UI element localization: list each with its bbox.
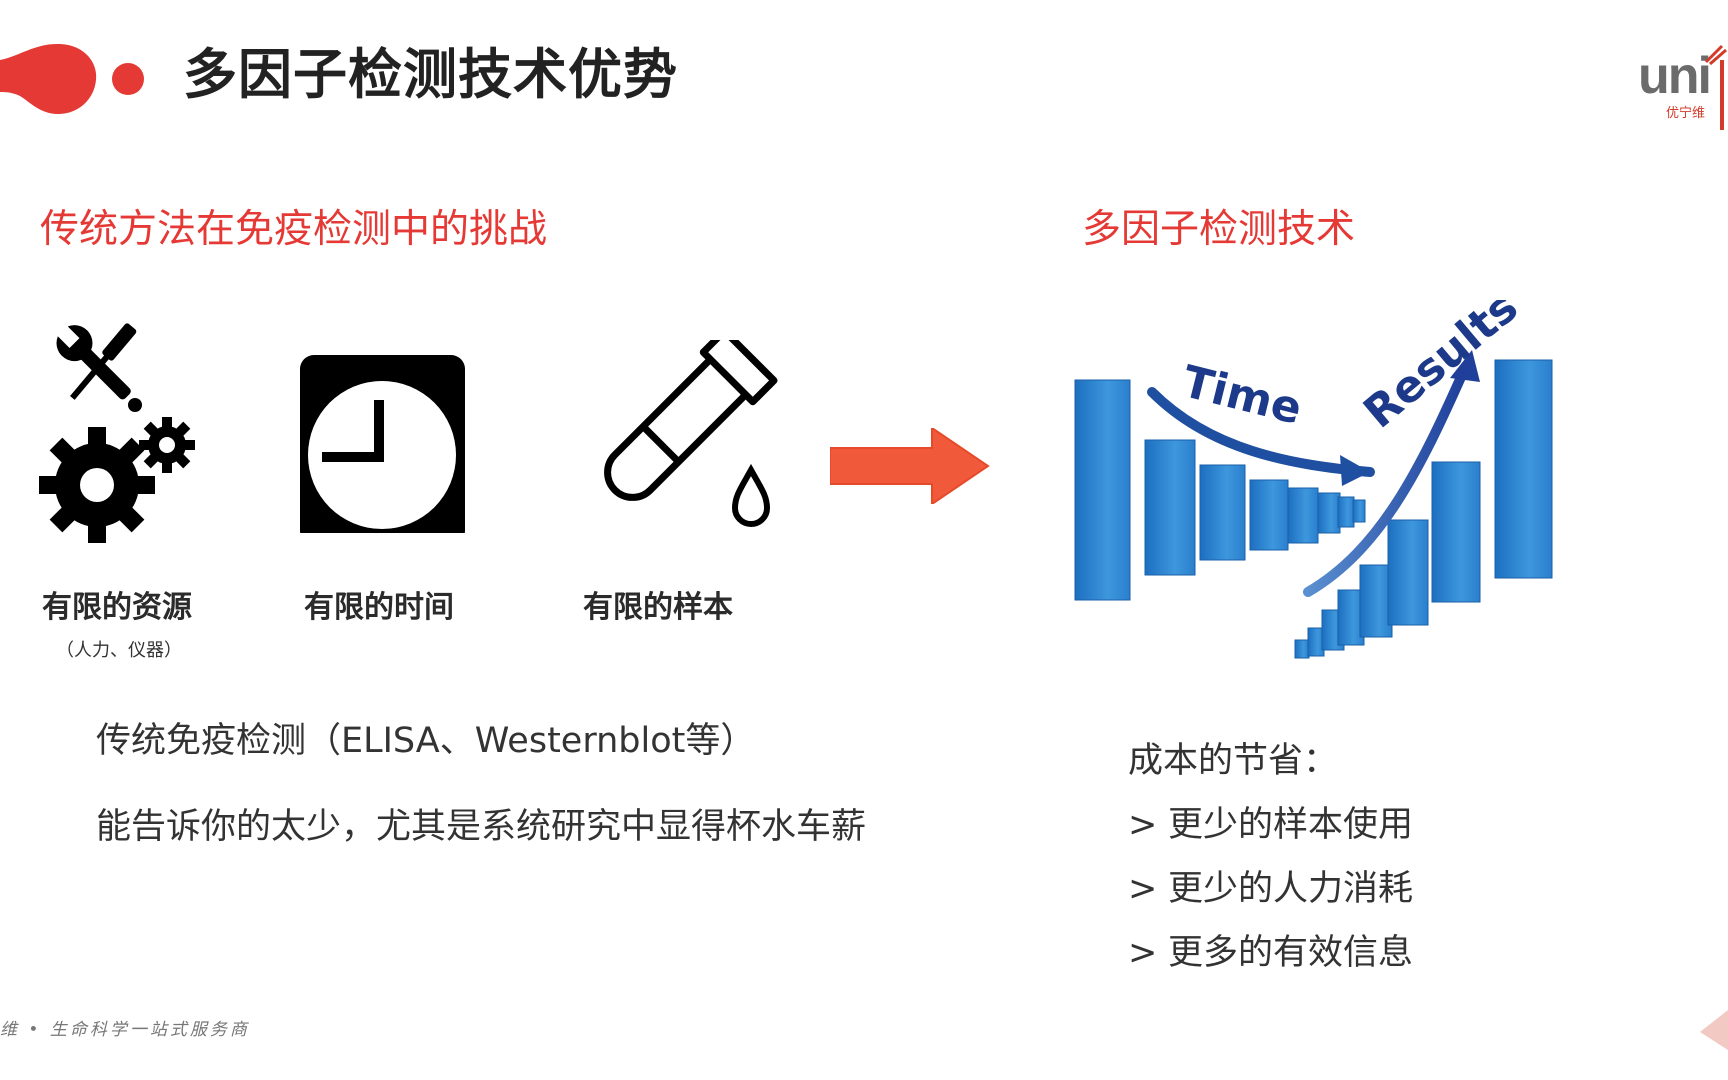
icon-label-resources: 有限的资源 [42, 590, 192, 625]
decorative-blob-icon [0, 43, 144, 115]
left-section-heading: 传统方法在免疫检测中的挑战 [40, 207, 548, 252]
footer-tagline: 维 • 生命科学一站式服务商 [0, 1020, 250, 1040]
logo-signal-icon [1704, 44, 1727, 66]
test-tube-drop-icon [604, 340, 778, 527]
body-line-1: 传统免疫检测（ELISA、Westernblot等） [96, 721, 756, 761]
time-results-bars-graphic: Time Results [1074, 300, 1553, 659]
corner-decoration-icon [1700, 1010, 1728, 1050]
right-section-heading: 多因子检测技术 [1082, 207, 1356, 252]
benefits-title: 成本的节省： [1128, 741, 1339, 781]
body-line-2: 能告诉你的太少，尤其是系统研究中显得杯水车薪 [96, 807, 867, 847]
alarm-clock-icon [300, 355, 465, 545]
benefit-text: 更少的人力消耗 [1168, 869, 1414, 909]
benefit-text: 更多的有效信息 [1168, 933, 1414, 973]
right-arrow-icon [830, 428, 990, 504]
icon-sublabel-resources: （人力、仪器） [56, 640, 182, 661]
icon-label-time: 有限的时间 [304, 590, 454, 625]
benefit-item: >更少的样本使用 [1128, 796, 1413, 847]
logo-text: uni [1638, 47, 1712, 105]
benefit-item: >更多的有效信息 [1128, 924, 1413, 975]
logo-bar-icon [1720, 60, 1724, 130]
list-marker: > [1128, 805, 1158, 845]
company-logo: uni 优宁维 [1630, 40, 1728, 130]
icon-label-sample: 有限的样本 [583, 590, 733, 625]
logo-subtext: 优宁维 [1666, 106, 1706, 121]
benefit-text: 更少的样本使用 [1168, 805, 1414, 845]
page-title: 多因子检测技术优势 [183, 43, 678, 106]
tools-gears-icon [39, 323, 195, 543]
benefit-item: >更少的人力消耗 [1128, 860, 1413, 911]
list-marker: > [1128, 933, 1158, 973]
list-marker: > [1128, 869, 1158, 909]
